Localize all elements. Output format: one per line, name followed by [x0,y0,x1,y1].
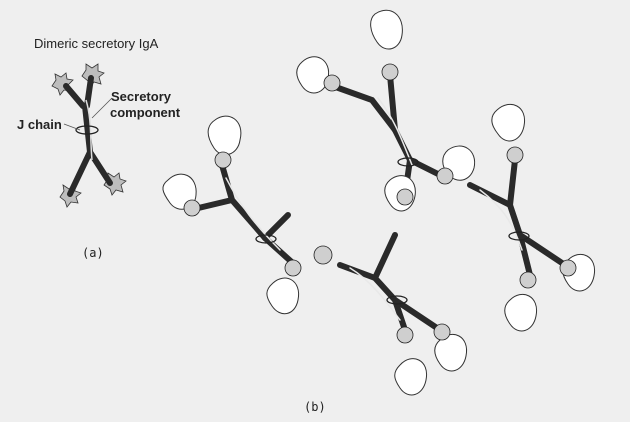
spiky-antigen-icon [434,324,450,340]
diagram-title: Dimeric secretory IgA [34,36,158,51]
secretory-component-label-line2: component [110,105,180,120]
panel-b-lattice [163,10,595,395]
panel-b-label: (b) [304,400,326,414]
antigen-loop [505,294,537,331]
spiky-antigen-icon [397,327,413,343]
spiky-antigen-icon [184,200,200,216]
panel-a-label: (a) [82,246,104,260]
spiky-antigen-icon [285,260,301,276]
spiky-antigen-icon [215,152,231,168]
antigen-loop [371,10,403,49]
spiky-antigen-icon [324,75,340,91]
antigen-loop [492,104,525,141]
antigen-loop [297,57,329,93]
spiky-antigen-icon [560,260,576,276]
spiky-antigen-icon [520,272,536,288]
antigen-loop [267,278,299,314]
spiky-antigen-icon [397,189,413,205]
antigen-loop [395,359,427,395]
spiky-antigen-icon [382,64,398,80]
spiky-antigen-icon [507,147,523,163]
spiky-antigen-icon [437,168,453,184]
spiky-antigen-icon [314,246,332,264]
panel-a-schematic [52,64,126,207]
antigen-loop [208,116,241,155]
j-chain-label: J chain [17,117,62,132]
secretory-component-label-line1: Secretory [111,89,171,104]
